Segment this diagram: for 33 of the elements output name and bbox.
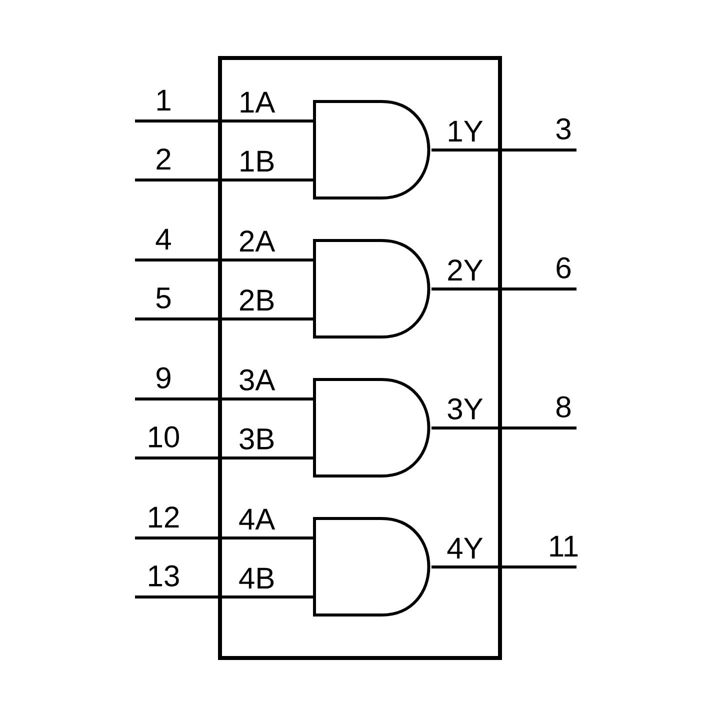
pin-number: 10 [149,426,179,448]
and-gate [313,517,430,616]
pin-name: 1A [240,92,276,112]
chip-outline [218,56,502,660]
pin-name: 4Y [447,538,483,558]
pin-name: 4A [239,508,276,530]
pin-name: 4B [239,568,274,588]
pin-name: 1B [240,150,274,172]
pin-number: 1 [157,90,170,110]
pin-number: 5 [156,288,171,308]
and-gate [313,378,430,478]
pin-name: 1Y [448,120,483,142]
pin-name: 3B [240,428,274,450]
pin-name: 2A [240,230,276,252]
pin-name: 3Y [448,398,483,420]
pin-line [432,288,576,291]
pin-number: 11 [550,536,578,556]
pin-line [432,566,576,568]
pin-number: 4 [156,228,171,250]
pin-number: 8 [556,396,571,418]
pin-name: 2B [240,290,274,310]
pin-line [432,426,576,430]
pin-number: 13 [149,565,179,586]
pin-name: 3A [240,369,276,390]
and-gate [313,100,430,200]
and-gate [313,239,430,338]
pin-number: 3 [556,118,571,140]
pin-line [432,148,576,152]
pin-number: 9 [156,367,170,388]
pin-number: 2 [156,148,170,170]
pin-number: 6 [556,257,571,278]
pin-number: 12 [149,506,179,528]
pin-name: 2Y [448,260,483,280]
